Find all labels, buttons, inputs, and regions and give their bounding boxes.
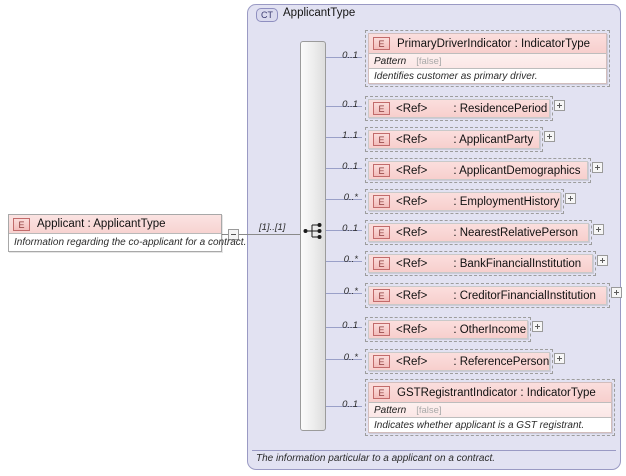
element-residenceperiod[interactable]: E <Ref> : ResidencePeriod xyxy=(365,96,553,121)
element-ref-label: <Ref> xyxy=(396,257,428,270)
row-connector-line xyxy=(326,327,362,328)
element-name: : ReferencePerson xyxy=(453,355,550,368)
complex-type-doc-separator xyxy=(252,450,616,451)
element-header: E GSTRegistrantIndicator : IndicatorType xyxy=(369,383,611,402)
element-creditorfinancialinstitution[interactable]: E <Ref> : CreditorFinancialInstitution xyxy=(365,283,610,308)
root-element-title: Applicant : ApplicantType xyxy=(37,218,166,230)
element-badge-icon: E xyxy=(373,386,390,399)
element-badge-icon: E xyxy=(373,355,390,368)
element-bankfinancialinstitution[interactable]: E <Ref> : BankFinancialInstitution xyxy=(365,251,596,276)
element-documentation: Identifies customer as primary driver. xyxy=(369,68,606,83)
cardinality-label: 0..* xyxy=(343,352,358,363)
element-primarydriverindicator[interactable]: E PrimaryDriverIndicator : IndicatorType… xyxy=(365,30,610,87)
row-connector-line xyxy=(326,199,362,200)
facet-value: [false] xyxy=(416,404,442,416)
facet-value: [false] xyxy=(416,55,442,67)
element-facet-row: Pattern [false] xyxy=(369,402,611,417)
plus-icon[interactable] xyxy=(554,100,565,111)
element-ref-label: <Ref> xyxy=(396,289,428,302)
element-ref-label: <Ref> xyxy=(396,323,428,336)
element-applicantparty[interactable]: E <Ref> : ApplicantParty xyxy=(365,127,543,152)
row-connector-line xyxy=(326,261,362,262)
sequence-compositor-bar[interactable] xyxy=(300,41,326,431)
complex-type-name: ApplicantType xyxy=(283,7,356,19)
root-element-header: E Applicant : ApplicantType xyxy=(9,215,221,233)
element-ref-label: <Ref> xyxy=(396,355,428,368)
plus-icon[interactable] xyxy=(611,287,622,298)
plus-icon[interactable] xyxy=(554,353,565,364)
row-connector-line xyxy=(326,106,362,107)
cardinality-label: 0..* xyxy=(343,254,358,265)
root-element-documentation: Information regarding the co-applicant f… xyxy=(9,233,246,251)
row-connector-line xyxy=(326,293,362,294)
complex-type-badge: CT xyxy=(256,8,278,22)
element-ref-label: <Ref> xyxy=(396,195,428,208)
plus-icon[interactable] xyxy=(532,321,543,332)
element-ref-label: <Ref> xyxy=(396,164,428,177)
element-otherincome[interactable]: E <Ref> : OtherIncome xyxy=(365,317,531,342)
cardinality-label: 0..* xyxy=(343,192,358,203)
row-connector-line xyxy=(326,406,362,407)
element-badge-icon: E xyxy=(373,102,390,115)
facet-key: Pattern xyxy=(374,55,407,67)
element-header: E PrimaryDriverIndicator : IndicatorType xyxy=(369,34,606,53)
element-ref-label: <Ref> xyxy=(396,102,428,115)
plus-icon[interactable] xyxy=(565,193,576,204)
element-name: : ApplicantDemographics xyxy=(453,164,581,177)
row-connector-line xyxy=(326,137,362,138)
root-cardinality: [1]..[1] xyxy=(259,222,286,233)
element-name: : CreditorFinancialInstitution xyxy=(453,289,596,302)
cardinality-label: 1..1 xyxy=(342,130,358,141)
element-documentation: Indicates whether applicant is a GST reg… xyxy=(369,417,611,432)
element-badge-icon: E xyxy=(373,195,390,208)
element-facet-row: Pattern [false] xyxy=(369,53,606,68)
plus-icon[interactable] xyxy=(544,131,555,142)
element-name: : NearestRelativePerson xyxy=(453,226,578,239)
element-name: : BankFinancialInstitution xyxy=(453,257,582,270)
plus-icon[interactable] xyxy=(592,162,603,173)
element-name: : EmploymentHistory xyxy=(453,195,560,208)
element-employmenthistory[interactable]: E <Ref> : EmploymentHistory xyxy=(365,189,564,214)
root-connector-line xyxy=(220,234,300,235)
element-badge-icon: E xyxy=(373,133,390,146)
row-connector-line xyxy=(326,168,362,169)
cardinality-label: 0..1 xyxy=(342,99,358,110)
sequence-icon xyxy=(303,223,322,239)
element-title: PrimaryDriverIndicator : IndicatorType xyxy=(397,37,591,50)
cardinality-label: 0..1 xyxy=(342,161,358,172)
cardinality-label: 0..1 xyxy=(342,320,358,331)
element-badge-icon: E xyxy=(373,226,390,239)
element-badge-icon: E xyxy=(373,257,390,270)
element-ref-label: <Ref> xyxy=(396,226,428,239)
element-title: GSTRegistrantIndicator : IndicatorType xyxy=(397,386,596,399)
element-badge-icon: E xyxy=(13,217,30,231)
facet-key: Pattern xyxy=(374,404,407,416)
plus-icon[interactable] xyxy=(597,255,608,266)
element-referenceperson[interactable]: E <Ref> : ReferencePerson xyxy=(365,349,553,374)
minus-icon[interactable] xyxy=(228,229,239,240)
root-element-box[interactable]: E Applicant : ApplicantType Information … xyxy=(8,214,246,252)
cardinality-label: 0..* xyxy=(343,286,358,297)
element-badge-icon: E xyxy=(373,289,390,302)
row-connector-line xyxy=(326,57,362,58)
element-name: : ResidencePeriod xyxy=(453,102,548,115)
element-name: : OtherIncome xyxy=(453,323,527,336)
element-ref-label: <Ref> xyxy=(396,133,428,146)
element-badge-icon: E xyxy=(373,323,390,336)
row-connector-line xyxy=(326,359,362,360)
element-badge-icon: E xyxy=(373,37,390,50)
plus-icon[interactable] xyxy=(593,224,604,235)
row-connector-line xyxy=(326,230,362,231)
complex-type-documentation: The information particular to a applican… xyxy=(256,453,496,464)
cardinality-label: 0..1 xyxy=(342,223,358,234)
element-name: : ApplicantParty xyxy=(453,133,534,146)
element-gstregistrantindicator[interactable]: E GSTRegistrantIndicator : IndicatorType… xyxy=(365,379,615,436)
element-badge-icon: E xyxy=(373,164,390,177)
cardinality-label: 0..1 xyxy=(342,50,358,61)
element-applicantdemographics[interactable]: E <Ref> : ApplicantDemographics xyxy=(365,158,591,183)
element-nearestrelativeperson[interactable]: E <Ref> : NearestRelativePerson xyxy=(365,220,592,245)
cardinality-label: 0..1 xyxy=(342,399,358,410)
